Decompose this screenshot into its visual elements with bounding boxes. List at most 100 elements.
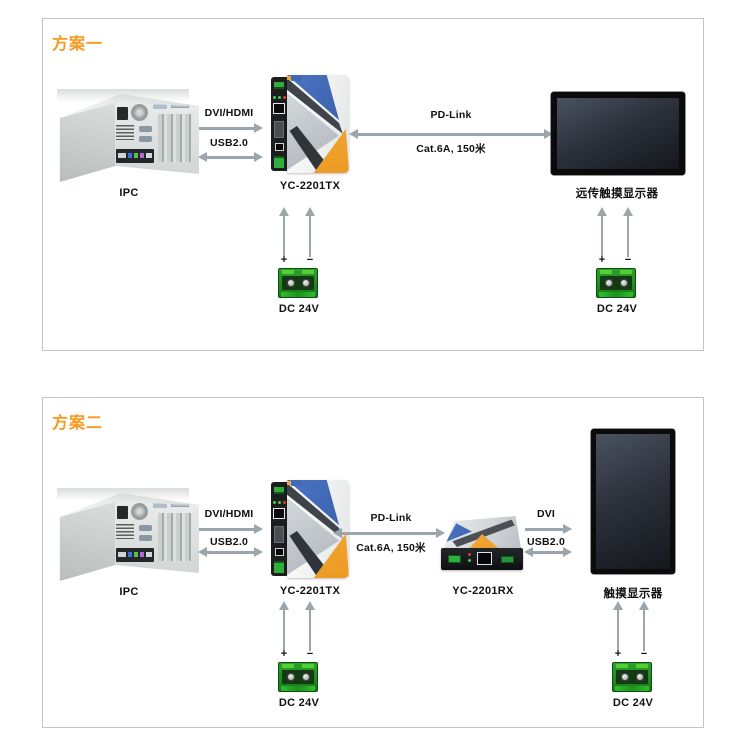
connector-screw	[302, 673, 310, 681]
dc-24v-label: DC 24V	[612, 697, 654, 709]
connector-screw	[620, 279, 628, 287]
tx-led	[283, 501, 286, 504]
ipc-vga-port	[139, 136, 152, 142]
dc-24v-label: DC 24V	[596, 303, 638, 315]
power-arrow	[613, 601, 623, 651]
tx-power-terminal	[274, 487, 284, 494]
dc-terminal-connector	[278, 268, 318, 298]
ipc-vga-port	[139, 126, 152, 132]
connector-tab	[600, 270, 612, 274]
tx-label: YC-2201TX	[279, 585, 341, 597]
ipc-psu-inlet	[117, 506, 128, 519]
ipc-expansion-slots	[158, 513, 192, 561]
display-screen	[557, 98, 679, 169]
tx-label: YC-2201TX	[279, 180, 341, 192]
pd-link-label: PD-Link	[370, 512, 412, 524]
connector-tab	[282, 664, 294, 668]
dc-terminal-connector	[596, 268, 636, 298]
port-dot	[118, 552, 126, 557]
ipc-label: IPC	[119, 586, 139, 598]
rx-top-face	[443, 516, 521, 551]
dvi-arrow	[524, 524, 572, 534]
connector-tab	[302, 664, 314, 668]
ipc-vga-port	[139, 525, 152, 531]
usb-arrow	[524, 547, 572, 557]
usb-arrow	[198, 152, 263, 162]
scheme1-panel: 方案一 IPC DVI/HDMI USB2.0	[42, 18, 704, 351]
rx-port-panel	[441, 548, 523, 570]
rx-power-terminal	[448, 555, 461, 563]
connector-screw	[605, 279, 613, 287]
touch-display-label: 触摸显示器	[603, 588, 663, 600]
display-screen	[596, 434, 670, 569]
plus-sign: +	[280, 648, 288, 660]
power-arrow	[623, 207, 633, 257]
dc-terminal-connector	[278, 662, 318, 692]
dvi-hdmi-arrow	[198, 123, 263, 133]
brand-logo	[287, 75, 302, 81]
port-dot	[118, 153, 126, 158]
power-arrow	[639, 601, 649, 651]
port-dot	[140, 153, 144, 158]
ipc-rear-panel	[115, 502, 199, 573]
connector-lip	[281, 292, 315, 297]
plus-sign: +	[598, 254, 606, 266]
port-dot	[146, 153, 152, 158]
remote-display-illustration	[551, 92, 685, 175]
rx-led	[468, 553, 471, 556]
usb-link-label: USB2.0	[210, 137, 248, 149]
dc-power-group-display: + − DC 24V	[602, 601, 664, 711]
pd-link-arrow	[333, 528, 445, 538]
port-dot	[146, 552, 152, 557]
tx-led	[273, 96, 276, 99]
power-arrow	[305, 601, 315, 651]
tx-port-panel	[271, 482, 287, 576]
rx-label: YC-2201RX	[452, 585, 514, 597]
remote-display-label: 远传触摸显示器	[575, 188, 659, 200]
ipc-vga-port	[139, 535, 152, 541]
rx-rj45-port	[477, 552, 492, 565]
brand-logo	[287, 480, 302, 486]
pd-link-label: PD-Link	[430, 109, 472, 121]
ipc-io-block	[153, 103, 167, 109]
dvi-link-label: DVI	[536, 508, 556, 520]
connector-tab	[302, 270, 314, 274]
ipc-io-block	[153, 502, 167, 508]
ipc-reflection	[57, 488, 189, 501]
connector-lip	[615, 686, 649, 691]
tx-port-panel	[271, 77, 287, 171]
port-dot	[140, 552, 144, 557]
ipc-vent-slots	[116, 524, 134, 539]
rx-extender-illustration	[441, 516, 523, 572]
cable-spec-label: Cat.6A, 150米	[416, 143, 486, 155]
power-arrow	[305, 207, 315, 257]
dc-power-group-display: + − DC 24V	[586, 207, 648, 317]
power-arrow	[279, 207, 289, 257]
tx-rj45-port	[273, 508, 285, 519]
connector-tab	[636, 664, 648, 668]
connector-screw	[287, 673, 295, 681]
dc-24v-label: DC 24V	[278, 303, 320, 315]
ipc-fan	[131, 503, 148, 520]
scheme2-title: 方案二	[52, 415, 104, 432]
usb-link-label: USB2.0	[210, 536, 248, 548]
dvi-hdmi-link-label: DVI/HDMI	[204, 508, 254, 520]
connector-lip	[281, 686, 315, 691]
tx-dvi-port	[274, 526, 284, 543]
tx-terminal	[274, 156, 284, 168]
connector-screw	[636, 673, 644, 681]
tx-dvi-port	[274, 121, 284, 138]
ipc-expansion-slots	[158, 114, 192, 162]
connector-screw	[287, 279, 295, 287]
dc-24v-label: DC 24V	[278, 697, 320, 709]
port-dot	[134, 552, 138, 557]
rx-led	[468, 559, 471, 562]
tx-usb-port	[275, 143, 284, 151]
connector-tab	[616, 664, 628, 668]
tx-led	[283, 96, 286, 99]
brand-logo	[443, 516, 455, 520]
tx-extender-illustration	[271, 75, 349, 173]
tx-front-face	[287, 75, 349, 173]
connector-tab	[620, 270, 632, 274]
rx-terminal	[501, 556, 514, 563]
